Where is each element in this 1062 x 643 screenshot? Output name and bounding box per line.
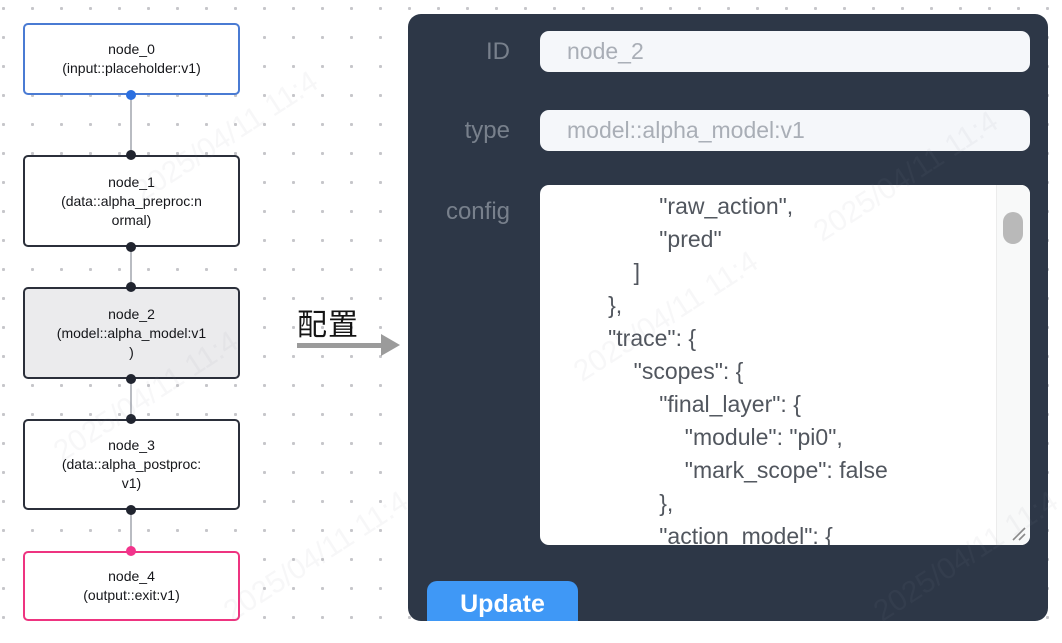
edge-node2-node3 [130, 379, 132, 419]
flow-node-node_3[interactable]: node_3 (data::alpha_postproc: v1) [23, 419, 240, 510]
node-subtitle: (data::alpha_preproc:n ormal) [61, 192, 202, 228]
node-config-panel: ID type config "raw_action", "pred" ] },… [408, 14, 1048, 621]
node-subtitle: (input::placeholder:v1) [62, 60, 201, 76]
id-field-label: ID [486, 38, 510, 65]
source-handle-node_1[interactable] [126, 242, 136, 252]
node-title: node_2 [108, 305, 155, 322]
config-textarea[interactable]: "raw_action", "pred" ] }, "trace": { "sc… [540, 185, 1030, 545]
node-title: node_1 [108, 173, 155, 190]
source-handle-node_3[interactable] [126, 505, 136, 515]
id-input[interactable] [540, 31, 1030, 72]
node-subtitle: (model::alpha_model:v1 ) [56, 324, 207, 360]
target-handle-node_1[interactable] [126, 150, 136, 160]
flow-node-node_2-selected[interactable]: node_2 (model::alpha_model:v1 ) [23, 287, 240, 379]
edge-node3-node4 [130, 510, 132, 551]
node-subtitle: (data::alpha_postproc: v1) [61, 456, 202, 491]
node-title: node_4 [108, 568, 155, 584]
edge-node0-node1 [130, 95, 132, 155]
flow-node-node_4[interactable]: node_4 (output::exit:v1) [23, 551, 240, 621]
flow-node-node_0[interactable]: node_0 (input::placeholder:v1) [23, 23, 240, 95]
arrow-right-icon [297, 343, 383, 348]
node-subtitle: (output::exit:v1) [83, 587, 180, 603]
flow-node-node_1[interactable]: node_1 (data::alpha_preproc:n ormal) [23, 155, 240, 247]
target-handle-node_2[interactable] [126, 282, 136, 292]
node-title: node_3 [108, 437, 155, 453]
node-title: node_0 [108, 41, 155, 57]
source-handle-node_0[interactable] [126, 90, 136, 100]
resize-grip-icon[interactable] [1009, 524, 1027, 542]
type-input[interactable] [540, 110, 1030, 151]
config-field-label: config [445, 198, 510, 225]
update-button[interactable]: Update [427, 581, 578, 621]
watermark: 2025/04/11 11:4 [217, 484, 415, 629]
edge-node1-node2 [130, 247, 132, 287]
target-handle-node_4[interactable] [126, 546, 136, 556]
arrow-right-head-icon [381, 334, 400, 356]
type-field-label: type [464, 117, 510, 144]
source-handle-node_2[interactable] [126, 374, 136, 384]
config-json-content[interactable]: "raw_action", "pred" ] }, "trace": { "sc… [608, 193, 888, 545]
configure-label: 配置 [297, 309, 359, 342]
scrollbar-track[interactable] [996, 185, 1030, 545]
scrollbar-thumb[interactable] [1003, 212, 1023, 244]
target-handle-node_3[interactable] [126, 414, 136, 424]
